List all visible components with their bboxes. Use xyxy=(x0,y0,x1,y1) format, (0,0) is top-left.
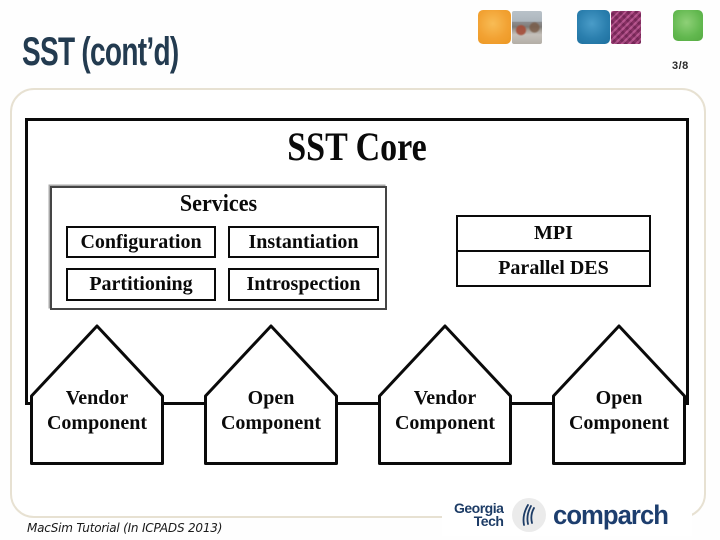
green-square-icon xyxy=(673,10,703,41)
mpi-box: MPI xyxy=(534,222,573,244)
footer-note: MacSim Tutorial (In ICPADS 2013) xyxy=(27,521,223,535)
footer-logos: Georgia Tech comparch xyxy=(442,494,692,536)
comparch-logo: comparch xyxy=(553,499,669,530)
services-box: Services Configuration Instantiation Par… xyxy=(50,186,387,310)
service-instantiation-box: Instantiation xyxy=(228,226,379,258)
sst-core-box: SST Core Services Configuration Instanti… xyxy=(25,118,689,405)
open-component-2-label: Open Component xyxy=(552,386,686,436)
service-introspection-box: Introspection xyxy=(228,268,379,301)
georgia-tech-logo-line1: Georgia xyxy=(454,500,504,516)
services-title: Services xyxy=(179,191,258,217)
open-component-1-label: Open Component xyxy=(204,386,338,436)
campus-photo-thumbnail xyxy=(512,11,542,44)
vendor-component-1-label: Vendor Component xyxy=(30,386,164,436)
component-label-line: Vendor xyxy=(65,387,129,409)
parallel-des-box: Parallel DES xyxy=(458,250,649,285)
georgia-tech-logo-line2: Tech xyxy=(473,513,504,529)
comm-stack: MPI Parallel DES xyxy=(456,215,651,287)
comparch-swirl-icon xyxy=(512,498,547,532)
chip-photo-thumbnail xyxy=(611,11,641,44)
component-label-line: Open xyxy=(247,387,295,409)
slide-title: SST (cont’d) xyxy=(22,30,179,74)
component-label-line: Component xyxy=(394,412,495,434)
orange-square-icon xyxy=(478,10,511,44)
sst-core-title: SST Core xyxy=(287,124,427,169)
component-label-line: Component xyxy=(46,412,147,434)
blue-square-icon xyxy=(577,10,610,44)
vendor-component-2-label: Vendor Component xyxy=(378,386,512,436)
component-label-line: Vendor xyxy=(413,387,477,409)
component-label-line: Component xyxy=(220,412,321,434)
page-number: 3/8 xyxy=(672,60,689,72)
service-configuration-box: Configuration xyxy=(66,226,216,258)
component-label-line: Component xyxy=(568,412,669,434)
component-label-line: Open xyxy=(595,387,643,409)
service-partitioning-box: Partitioning xyxy=(66,268,216,301)
georgia-tech-logo: Georgia Tech xyxy=(454,500,504,529)
